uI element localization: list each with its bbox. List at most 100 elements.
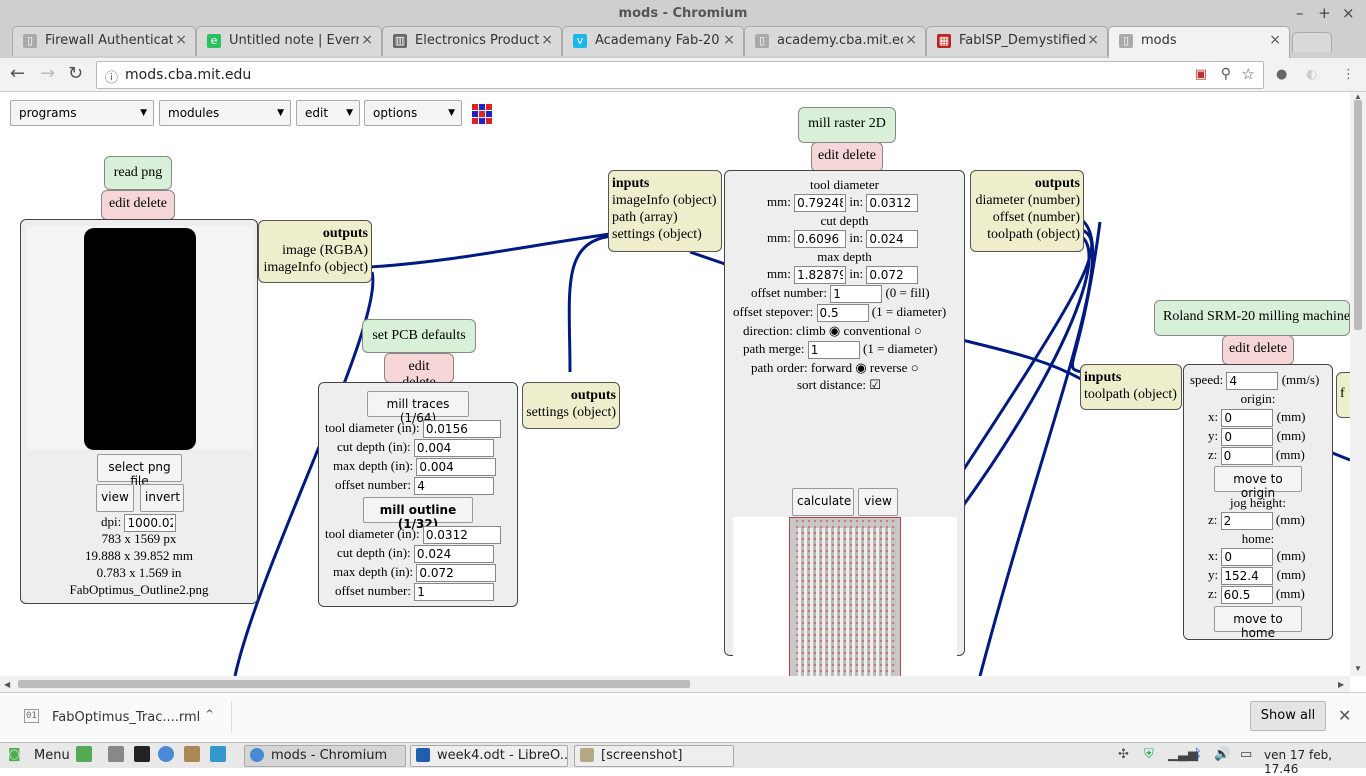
roland-title[interactable]: Roland SRM-20 milling machine (1154, 300, 1350, 336)
zoom-icon[interactable]: ⚲ (1220, 66, 1231, 82)
close-icon[interactable]: × (175, 32, 187, 48)
dpi-input[interactable] (124, 514, 177, 533)
chromium-icon[interactable] (158, 746, 174, 762)
calculate-button[interactable]: calculate (792, 488, 854, 516)
tab-academy[interactable]: ▯ academy.cba.mit.edu × (744, 26, 926, 56)
task-libreoffice[interactable]: week4.odt - LibreO... (410, 745, 568, 767)
traces-max-depth-input[interactable] (416, 458, 497, 477)
menu-label[interactable]: Menu (34, 748, 70, 763)
view-button[interactable]: view (96, 484, 134, 512)
modules-menu[interactable]: modules▼ (159, 100, 291, 126)
move-to-home-button[interactable]: move to home (1214, 606, 1302, 640)
outline-tool-diameter-input[interactable] (422, 526, 501, 545)
new-tab-button[interactable] (1292, 32, 1332, 52)
forward-icon[interactable]: → (40, 63, 56, 84)
raster-view-button[interactable]: view (858, 488, 898, 516)
blocked-popup-icon[interactable]: ▣ (1194, 67, 1207, 82)
close-icon[interactable]: × (541, 32, 553, 48)
network-icon[interactable]: ✣ (1118, 747, 1129, 762)
task-chromium[interactable]: mods - Chromium (244, 745, 406, 767)
extension-icon[interactable]: ◐ (1306, 67, 1318, 82)
terminal-icon[interactable] (134, 746, 150, 762)
reverse-radio[interactable]: ○ (910, 360, 919, 375)
tab-mods[interactable]: ▯ mods × (1108, 26, 1290, 58)
bluetooth-icon[interactable]: ᛒ (1194, 747, 1202, 762)
read-png-edit-delete[interactable]: edit delete (101, 190, 175, 220)
cut-depth-mm-input[interactable] (794, 230, 847, 249)
home-y-input[interactable] (1221, 567, 1274, 586)
traces-offset-number-input[interactable] (414, 477, 495, 496)
mint-menu-icon[interactable]: ◙ (8, 747, 21, 762)
scroll-left-icon[interactable]: ◀ (4, 680, 11, 689)
traces-tool-diameter-input[interactable] (422, 420, 501, 439)
traces-cut-depth-input[interactable] (413, 439, 494, 458)
speed-input[interactable] (1226, 372, 1279, 391)
forward-radio[interactable]: ◉ (855, 360, 867, 375)
options-menu[interactable]: options▼ (364, 100, 462, 126)
show-all-button[interactable]: Show all (1250, 701, 1326, 731)
close-window-icon[interactable]: × (1342, 4, 1355, 22)
close-icon[interactable]: × (1087, 32, 1099, 48)
volume-icon[interactable]: 🔊 (1214, 747, 1231, 762)
mill-outline-button[interactable]: mill outline (1/32) (363, 497, 473, 531)
move-to-origin-button[interactable]: move to origin (1214, 466, 1302, 500)
tab-electronics[interactable]: ▥ Electronics Production × (382, 26, 562, 56)
bookmark-star-icon[interactable]: ☆ (1241, 65, 1255, 83)
close-icon[interactable]: × (905, 32, 917, 48)
gimp-icon[interactable] (184, 746, 200, 762)
input-settings[interactable]: settings (object) (612, 227, 702, 242)
jog-z-input[interactable] (1220, 512, 1273, 531)
reload-icon[interactable]: ↻ (68, 63, 84, 84)
origin-y-input[interactable] (1221, 428, 1274, 447)
sort-distance-checkbox[interactable]: ☑ (869, 377, 881, 392)
back-icon[interactable]: ← (10, 63, 26, 84)
origin-x-input[interactable] (1221, 409, 1274, 428)
signal-icon[interactable]: ▁▃▅ (1168, 747, 1198, 762)
output-offset[interactable]: offset (number) (992, 210, 1080, 225)
home-x-input[interactable] (1221, 548, 1274, 567)
climb-radio[interactable]: ◉ (828, 323, 841, 338)
origin-z-input[interactable] (1220, 447, 1273, 466)
mods-logo-icon[interactable] (472, 104, 492, 124)
input-toolpath[interactable]: toolpath (object) (1084, 387, 1177, 402)
vertical-scroll-thumb[interactable] (1354, 100, 1362, 330)
tool-diameter-in-input[interactable] (866, 194, 919, 213)
tool-diameter-mm-input[interactable] (794, 194, 847, 213)
invert-button[interactable]: invert (140, 484, 184, 512)
offset-number-input[interactable] (830, 285, 883, 304)
max-depth-mm-input[interactable] (794, 266, 847, 285)
scroll-down-icon[interactable]: ▼ (1354, 664, 1362, 673)
input-imageinfo[interactable]: imageInfo (object) (612, 193, 717, 208)
programs-menu[interactable]: programs▼ (10, 100, 154, 126)
task-screenshot[interactable]: [screenshot] (574, 745, 734, 767)
output-image[interactable]: image (RGBA) (282, 243, 368, 258)
max-depth-in-input[interactable] (866, 266, 919, 285)
outline-max-depth-input[interactable] (416, 564, 497, 583)
app-icon[interactable] (76, 746, 92, 762)
shield-icon[interactable]: ⛨ (1144, 747, 1154, 762)
maximize-icon[interactable]: + (1318, 4, 1331, 22)
offset-stepover-input[interactable] (816, 304, 869, 323)
outline-cut-depth-input[interactable] (413, 545, 494, 564)
clock[interactable]: ven 17 feb, 17.46 (1264, 748, 1333, 776)
download-item[interactable]: 01 FabOptimus_Trac....rml ⌃ (10, 701, 232, 733)
tab-firewall[interactable]: ▯ Firewall Authenticatio × (12, 26, 196, 56)
path-merge-input[interactable] (807, 341, 860, 360)
input-path[interactable]: path (array) (612, 210, 678, 225)
minimize-icon[interactable]: – (1296, 4, 1304, 22)
horizontal-scrollbar[interactable]: ◀ ▶ (0, 676, 1350, 692)
raster-edit-delete[interactable]: edit delete (811, 142, 883, 172)
output-settings[interactable]: settings (object) (526, 405, 616, 420)
home-z-input[interactable] (1220, 586, 1273, 605)
close-icon[interactable]: × (361, 32, 373, 48)
roland-edit-delete[interactable]: edit delete (1222, 335, 1294, 365)
close-icon[interactable]: ✕ (1338, 706, 1352, 725)
horizontal-scroll-thumb[interactable] (18, 680, 690, 688)
conventional-radio[interactable]: ○ (913, 323, 922, 338)
output-diameter[interactable]: diameter (number) (975, 193, 1080, 208)
info-icon[interactable]: ⓘ (105, 71, 119, 86)
chevron-up-icon[interactable]: ⌃ (204, 708, 215, 723)
cut-depth-in-input[interactable] (866, 230, 919, 249)
tab-vimeo[interactable]: v Academany Fab-2017 × (562, 26, 744, 56)
mill-traces-button[interactable]: mill traces (1/64) (367, 391, 469, 425)
